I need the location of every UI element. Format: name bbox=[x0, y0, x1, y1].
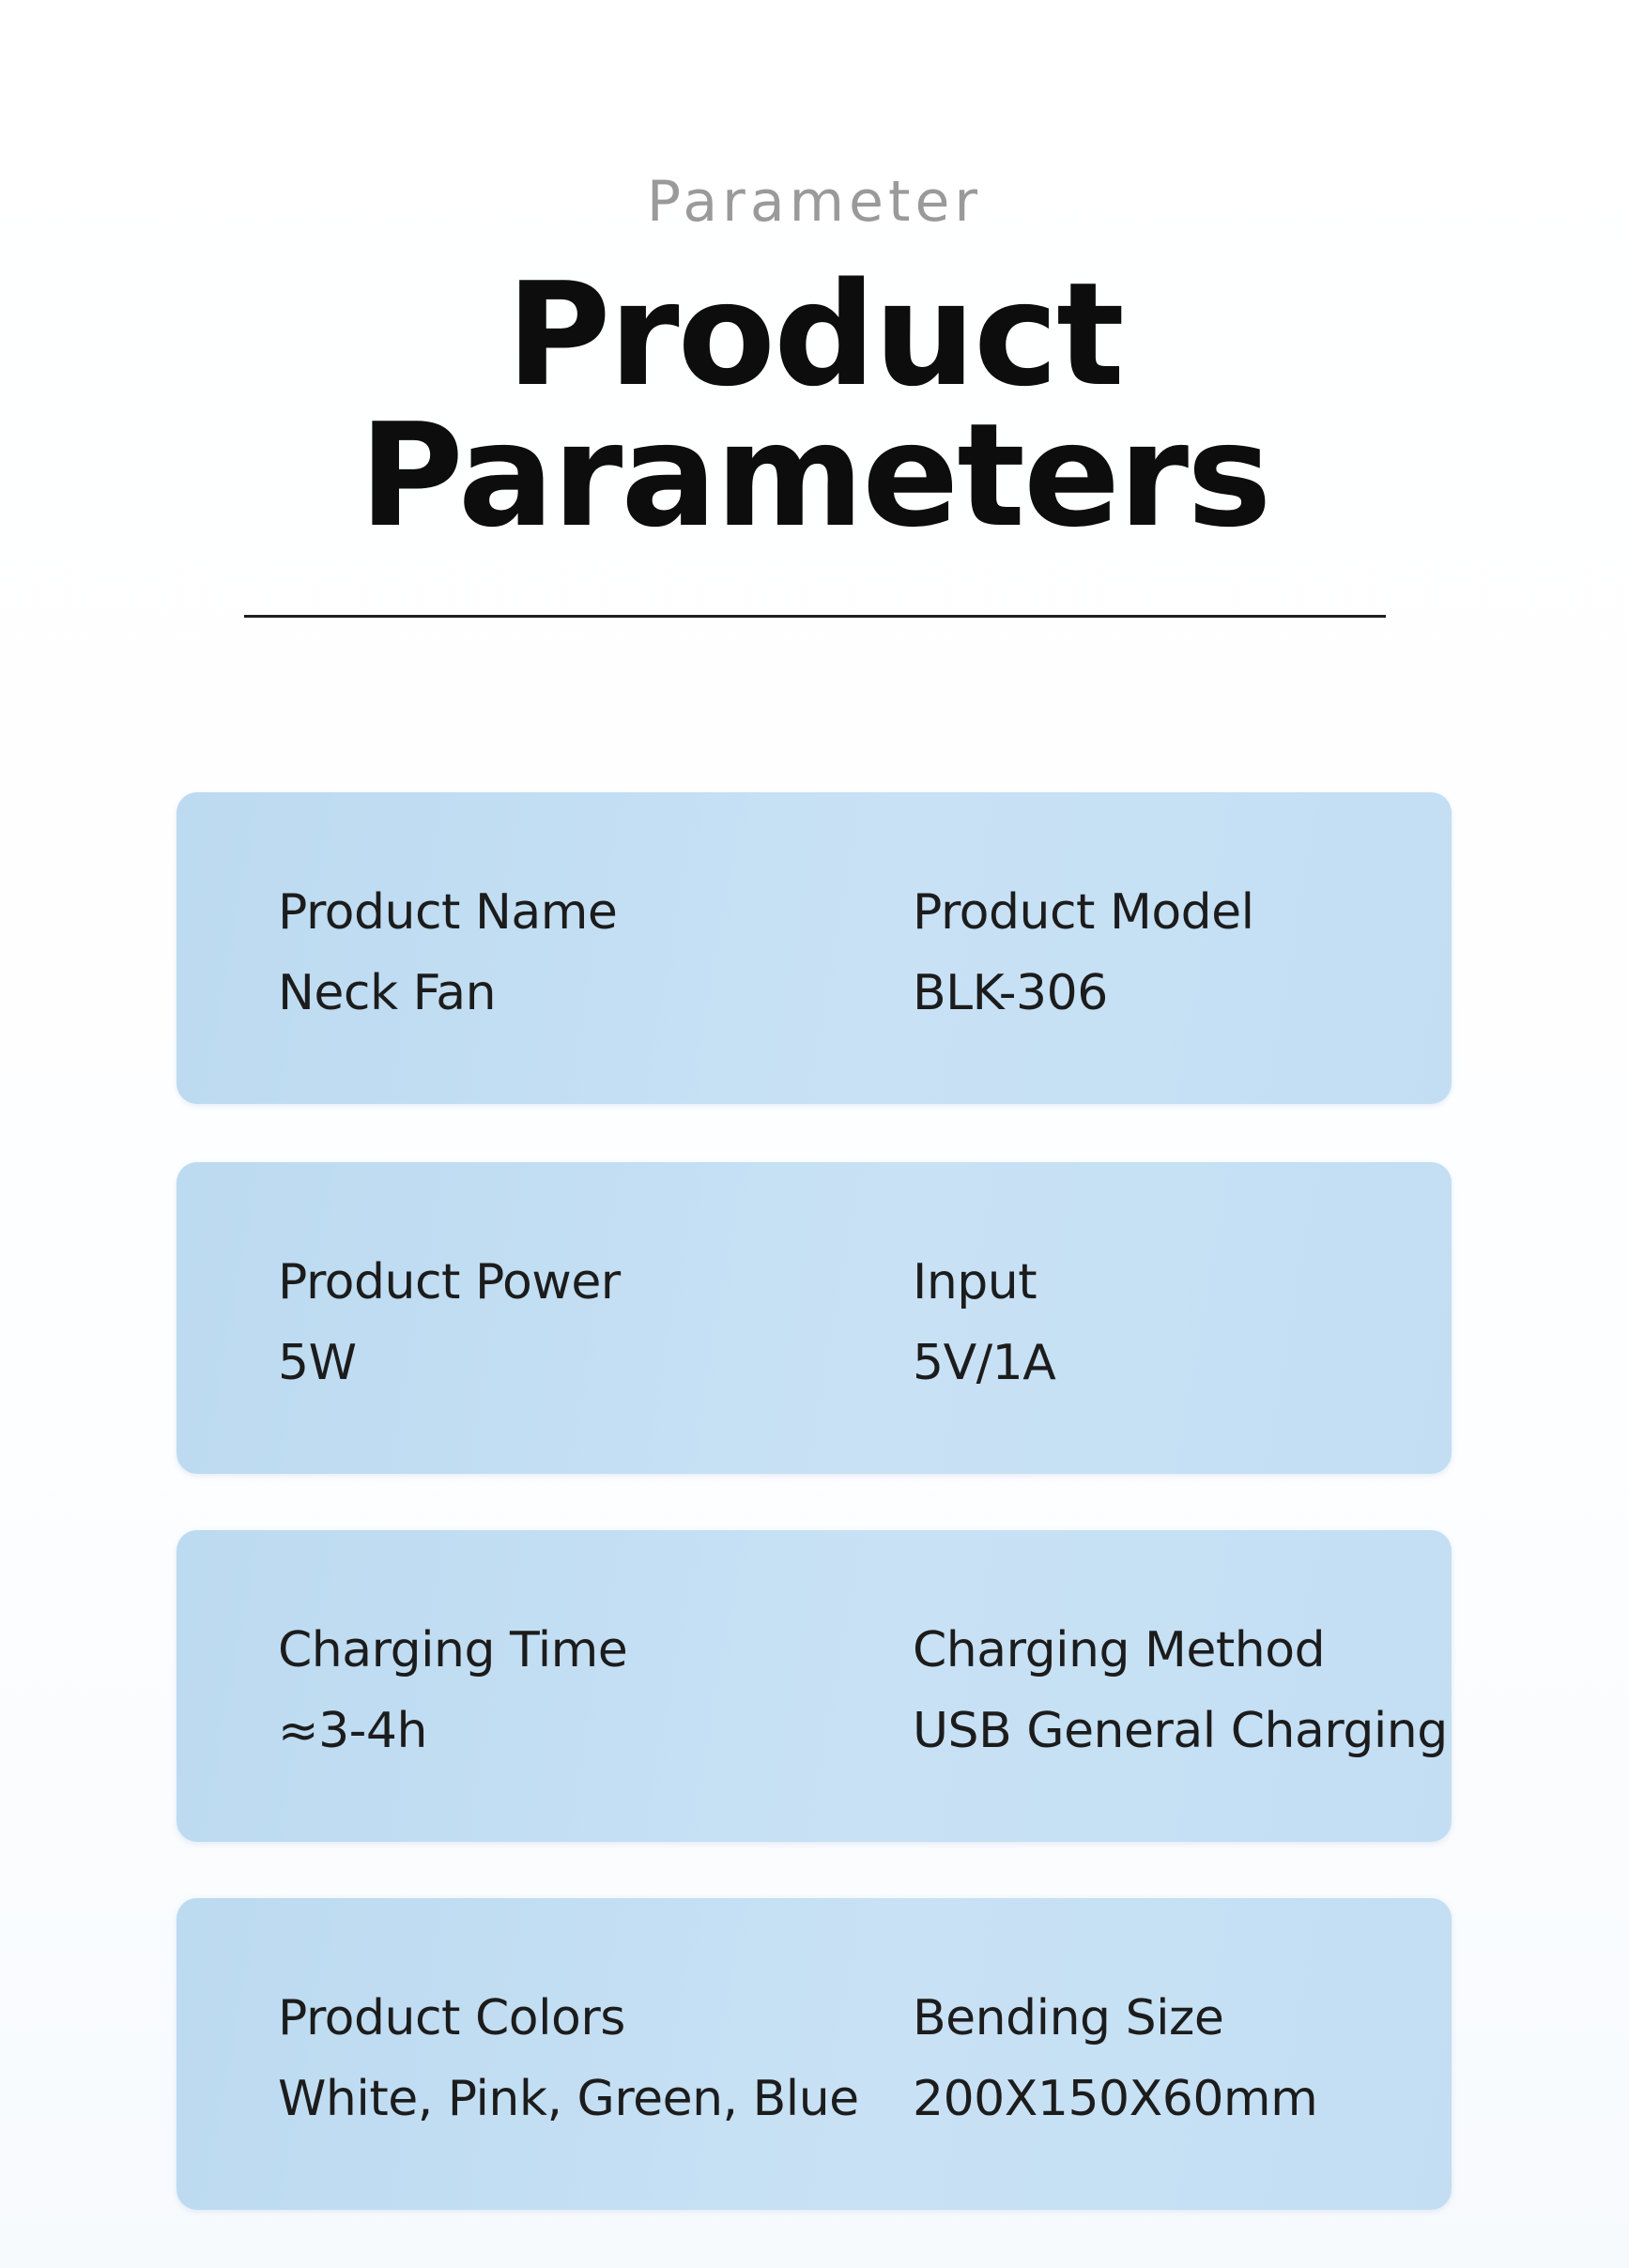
parameter-label: Product Colors bbox=[278, 1990, 625, 2046]
parameter-label: Input bbox=[913, 1254, 1037, 1310]
parameter-label: Bending Size bbox=[913, 1990, 1224, 2046]
parameter-value: Neck Fan bbox=[278, 965, 497, 1021]
parameter-value: 5V/1A bbox=[913, 1335, 1056, 1391]
parameter-product-colors: Product Colors White, Pink, Green, Blue bbox=[278, 1898, 879, 2210]
parameter-charging-method: Charging Method USB General Charging bbox=[913, 1530, 1448, 1842]
parameter-card-name-model: Product Name Neck Fan Product Model BLK-… bbox=[177, 792, 1452, 1104]
parameter-value: 200X150X60mm bbox=[913, 2071, 1318, 2127]
page-title: Product Parameters bbox=[0, 252, 1629, 559]
section-eyebrow: Parameter bbox=[646, 169, 983, 235]
page-title-line-1: Product bbox=[506, 252, 1125, 418]
parameter-label: Charging Time bbox=[278, 1622, 628, 1678]
parameter-value: White, Pink, Green, Blue bbox=[278, 2071, 859, 2127]
parameter-value: BLK-306 bbox=[913, 965, 1108, 1021]
title-divider bbox=[244, 615, 1386, 618]
parameter-product-power: Product Power 5W bbox=[278, 1162, 879, 1474]
parameter-charging-time: Charging Time ≈3-4h bbox=[278, 1530, 879, 1842]
parameter-value: ≈3-4h bbox=[278, 1703, 427, 1759]
parameter-value: USB General Charging bbox=[913, 1703, 1448, 1759]
parameter-card-charging: Charging Time ≈3-4h Charging Method USB … bbox=[177, 1530, 1452, 1842]
page-title-line-2: Parameters bbox=[359, 392, 1271, 559]
parameter-label: Charging Method bbox=[913, 1622, 1326, 1678]
parameter-label: Product Power bbox=[278, 1254, 621, 1310]
parameter-product-name: Product Name Neck Fan bbox=[278, 792, 879, 1104]
parameter-label: Product Name bbox=[278, 884, 618, 941]
parameter-product-model: Product Model BLK-306 bbox=[913, 792, 1438, 1104]
parameter-label: Product Model bbox=[913, 884, 1254, 941]
parameter-card-power-input: Product Power 5W Input 5V/1A bbox=[177, 1162, 1452, 1474]
parameter-card-colors-size: Product Colors White, Pink, Green, Blue … bbox=[177, 1898, 1452, 2210]
parameter-bending-size: Bending Size 200X150X60mm bbox=[913, 1898, 1438, 2210]
parameter-input: Input 5V/1A bbox=[913, 1162, 1438, 1474]
parameter-value: 5W bbox=[278, 1335, 357, 1391]
